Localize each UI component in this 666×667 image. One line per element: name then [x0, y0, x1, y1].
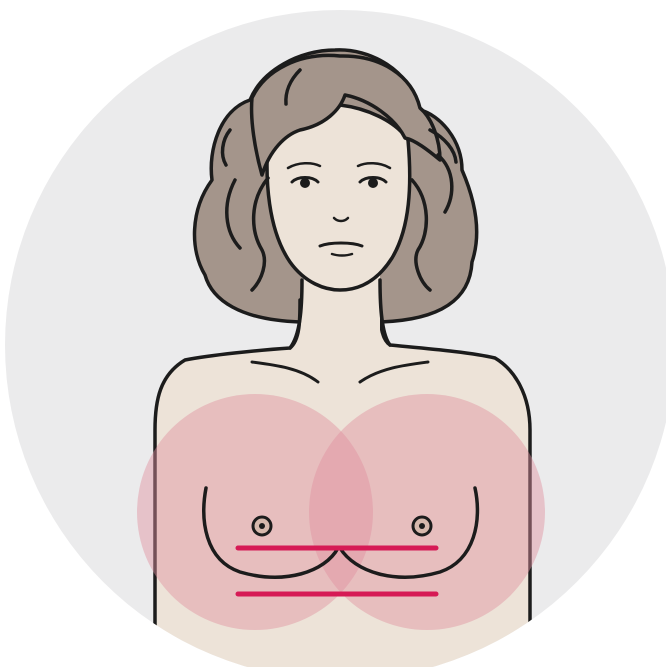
- left-eye-pupil: [300, 178, 310, 188]
- right-eye-pupil: [368, 178, 378, 188]
- nipple-left-center: [259, 523, 265, 529]
- nipple-right-center: [419, 523, 425, 529]
